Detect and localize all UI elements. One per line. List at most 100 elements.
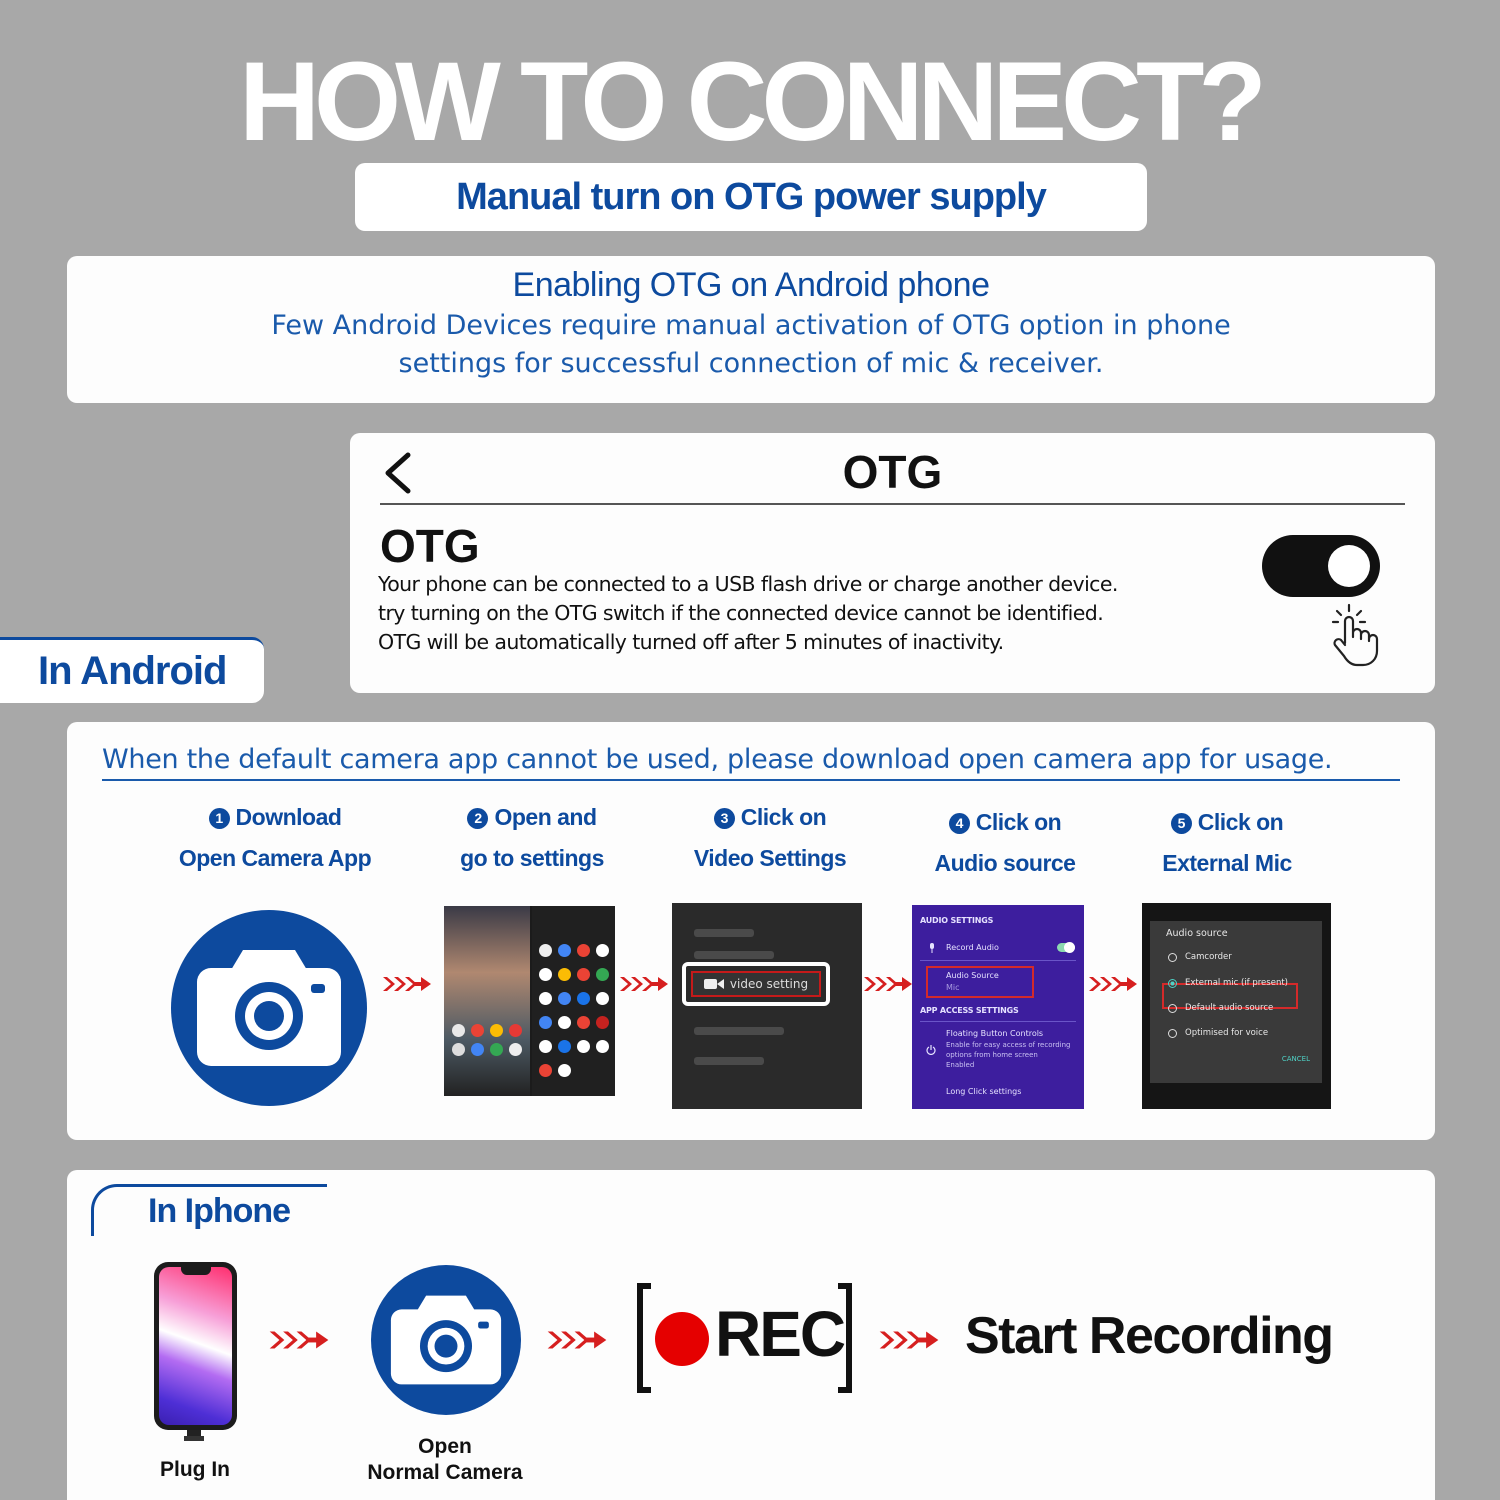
open-normal-camera-label: Open Normal Camera [345, 1434, 545, 1486]
video-camera-icon [703, 979, 724, 989]
otg-setting-title: OTG [380, 520, 480, 572]
option-label: External mic (if present) [1185, 978, 1288, 988]
record-dot-icon [655, 1312, 709, 1366]
step-number: 1 [208, 808, 230, 829]
floating-controls-value: Enabled [946, 1061, 975, 1069]
cancel-button[interactable]: CANCEL [1281, 1055, 1310, 1063]
iphone-section-tab: In Iphone [91, 1184, 327, 1236]
option-default-source[interactable]: Default audio source [1168, 1003, 1273, 1013]
audio-settings-screenshot: AUDIO SETTINGS Record Audio Audio Source… [912, 905, 1084, 1109]
android-tab-label: In Android [38, 649, 227, 693]
red-arrows-icon [383, 977, 431, 991]
otg-info-body: Few Android Devices require manual activ… [271, 310, 1231, 379]
settings-header-title: OTG [842, 446, 943, 498]
otg-info-heading: Enabling OTG on Android phone [512, 266, 990, 304]
start-recording-label: Start Recording [965, 1307, 1334, 1365]
dialog-title: Audio source [1166, 928, 1228, 939]
divider [920, 1021, 1076, 1022]
toggle-knob [1328, 545, 1370, 587]
otg-desc-line: try turning on the OTG switch if the con… [378, 601, 1104, 625]
bracket-right [838, 1283, 852, 1393]
option-optimised-voice[interactable]: Optimised for voice [1168, 1028, 1268, 1038]
blurred-row [694, 1027, 784, 1035]
android-steps-card: When the default camera app cannot be us… [67, 722, 1435, 1140]
app-access-heading: APP ACCESS SETTINGS [920, 1006, 1019, 1015]
back-arrow-icon[interactable] [380, 451, 420, 495]
power-icon [926, 1045, 936, 1055]
plug-connector-icon [187, 1430, 201, 1440]
step-4-line1: Click on [975, 809, 1062, 835]
notice-underline [102, 779, 1400, 781]
tap-hand-icon [1331, 603, 1379, 667]
iphone-screen [159, 1267, 232, 1425]
step-5-line2: External Mic [1162, 850, 1292, 876]
app-drawer [532, 906, 615, 1096]
red-arrows-icon [879, 1331, 939, 1349]
step-3-line2: Video Settings [693, 845, 847, 871]
iphone-tab-label: In Iphone [148, 1192, 291, 1230]
step-2-line2: go to settings [460, 845, 604, 871]
otg-toggle-switch[interactable] [1262, 535, 1380, 597]
step-number: 4 [948, 813, 970, 834]
otg-desc-line: OTG will be automatically turned off aft… [378, 630, 1004, 654]
subtitle-text: Manual turn on OTG power supply [456, 175, 1047, 218]
step-number: 2 [467, 808, 489, 829]
audio-source-label: Audio Source [946, 971, 999, 980]
video-setting-option[interactable]: video setting [691, 971, 821, 997]
red-arrows-icon [269, 1331, 329, 1349]
video-setting-label: video setting [729, 977, 809, 991]
settings-header: OTG [350, 445, 1435, 499]
option-camcorder[interactable]: Camcorder [1168, 952, 1232, 962]
step-3-line1: Click on [740, 804, 827, 830]
step-2-line1: Open and [494, 804, 597, 830]
page-title: HOW TO CONNECT? [239, 39, 1267, 164]
audio-source-dialog-screenshot: Audio source Camcorder External mic (if … [1142, 903, 1331, 1109]
floating-controls-title: Floating Button Controls [946, 1029, 1044, 1038]
red-arrows-icon [1089, 977, 1137, 991]
option-external-mic[interactable]: External mic (if present) [1168, 978, 1288, 988]
plug-base-icon [184, 1436, 204, 1441]
step-number: 3 [713, 808, 735, 829]
long-click-settings: Long Click settings [946, 1087, 1022, 1096]
open-camera-app-icon [171, 910, 367, 1106]
video-setting-highlight[interactable]: video setting [682, 962, 830, 1006]
red-arrows-icon [620, 977, 668, 991]
red-arrows-icon [864, 977, 912, 991]
record-audio-label: Record Audio [946, 943, 999, 952]
blurred-row [694, 951, 774, 959]
red-arrows-icon [547, 1331, 607, 1349]
settings-screenshot [444, 906, 615, 1096]
open-label-line2: Normal Camera [367, 1461, 523, 1484]
otg-settings-card: OTG OTG Your phone can be connected to a… [350, 433, 1435, 693]
floating-controls-desc: Enable for easy access of recording opti… [946, 1041, 1071, 1059]
blurred-row [694, 929, 754, 937]
iphone-notch [181, 1267, 211, 1275]
audio-settings-heading: AUDIO SETTINGS [920, 916, 994, 925]
home-app-icons [452, 1024, 523, 1056]
home-screen-wallpaper [444, 906, 530, 1096]
camera-icon [390, 1295, 502, 1385]
mic-icon [930, 943, 934, 953]
camera-icon [197, 950, 341, 1066]
iphone-steps-card: In Iphone Plug In Open Normal Camera REC [67, 1170, 1435, 1500]
blurred-row [694, 1057, 764, 1065]
audio-source-highlight[interactable]: Audio Source Mic [926, 966, 1034, 998]
step-number: 5 [1170, 813, 1192, 834]
rec-badge: REC [637, 1283, 852, 1393]
option-label: Camcorder [1185, 952, 1232, 962]
bracket-left [637, 1283, 651, 1393]
android-section-tab: In Android [0, 637, 264, 703]
option-label: Optimised for voice [1185, 1028, 1269, 1038]
record-audio-toggle[interactable] [1057, 942, 1075, 953]
otg-desc-line: Your phone can be connected to a USB fla… [378, 572, 1118, 596]
plug-in-label: Plug In [160, 1458, 230, 1481]
divider [920, 960, 1076, 961]
normal-camera-app-icon [371, 1265, 521, 1415]
open-camera-notice: When the default camera app cannot be us… [102, 744, 1333, 775]
step-4-line2: Audio source [934, 850, 1076, 876]
video-settings-screenshot: video setting [672, 903, 862, 1109]
